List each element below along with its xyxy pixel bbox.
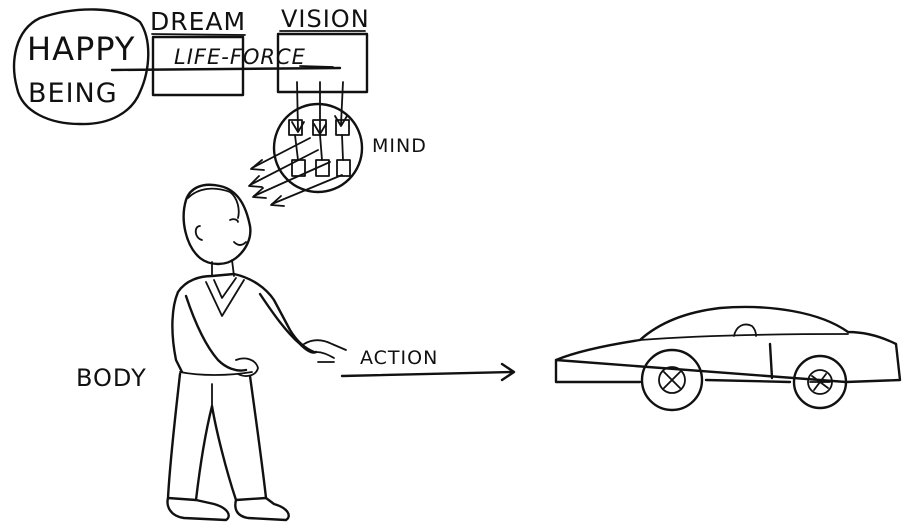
mind-cell-6 — [336, 159, 351, 177]
life-force-line — [110, 66, 342, 72]
action-arrowhead — [500, 362, 516, 382]
person-torso — [171, 272, 316, 374]
car-rear-hub — [807, 369, 833, 395]
car-roof-line — [639, 333, 849, 341]
vision-to-mind-arrows — [291, 81, 348, 135]
car-front-wheel — [640, 348, 704, 412]
person-collar — [205, 279, 245, 317]
person-ear — [194, 225, 203, 241]
person-head — [182, 183, 252, 266]
person-arm-left — [184, 294, 248, 372]
person-foot-right — [234, 496, 290, 522]
life-force-underline — [299, 65, 334, 68]
mind-link-2 — [319, 134, 323, 161]
car-seat — [733, 323, 757, 337]
car-front-hub — [658, 366, 686, 394]
mind-head-arrow-2 — [249, 149, 319, 186]
mind-node: MIND — [272, 102, 427, 194]
mind-label: MIND — [372, 135, 427, 157]
dream-label: DREAM — [150, 7, 246, 36]
person-hand-left — [235, 357, 259, 377]
mind-head-arrowhead-3 — [252, 187, 267, 199]
mind-circle — [272, 102, 364, 194]
person-belt — [179, 371, 253, 376]
vision-arrowhead-2 — [313, 123, 327, 135]
happy-being-outline — [12, 8, 150, 126]
person-trousers — [166, 372, 268, 502]
mind-head-arrowhead-1 — [250, 159, 265, 171]
mind-head-arrow-3 — [253, 161, 331, 197]
happy-being-node: HAPPY BEING — [12, 8, 150, 126]
action-label: ACTION — [360, 347, 438, 369]
car-rear-wheel — [792, 354, 848, 410]
person-mouth — [233, 241, 247, 246]
mind-to-head-arrows — [248, 137, 343, 207]
happy-being-label-line1: HAPPY — [27, 30, 135, 68]
mind-link-3 — [341, 134, 344, 161]
dream-underline — [151, 33, 246, 36]
vision-label: VISION — [281, 5, 370, 33]
dream-node: DREAM — [150, 7, 246, 97]
car-rear-spokes — [809, 373, 831, 391]
mind-head-arrowhead-2 — [248, 175, 263, 188]
car-body — [554, 305, 902, 384]
person-figure — [166, 183, 347, 522]
life-force-label: LIFE-FORCE — [174, 45, 306, 69]
mind-link-1 — [294, 134, 299, 161]
vision-box — [276, 32, 369, 94]
person-foot-left — [166, 496, 230, 522]
mind-head-arrow-4 — [271, 174, 343, 205]
person-arm-right — [258, 292, 318, 354]
dream-box — [151, 35, 245, 97]
life-force-connector: LIFE-FORCE — [110, 45, 342, 72]
body-label: BODY — [76, 364, 147, 392]
car-front-spokes — [663, 371, 681, 389]
person-eye — [229, 218, 239, 223]
car-door-line — [768, 342, 774, 380]
mind-head-arrow-1 — [251, 137, 311, 169]
car-figure — [554, 305, 902, 412]
person-hair — [187, 187, 240, 219]
vision-arrow-1 — [296, 81, 299, 131]
mind-head-arrowhead-4 — [270, 195, 285, 207]
happy-being-label-line2: BEING — [28, 78, 118, 109]
action-arrow-line — [340, 370, 514, 378]
action-connector: ACTION — [340, 347, 516, 382]
vision-node: VISION — [276, 5, 370, 94]
person-hand-right — [303, 339, 347, 363]
person-shirt-collar — [213, 277, 237, 299]
vision-arrow-3 — [340, 81, 344, 125]
